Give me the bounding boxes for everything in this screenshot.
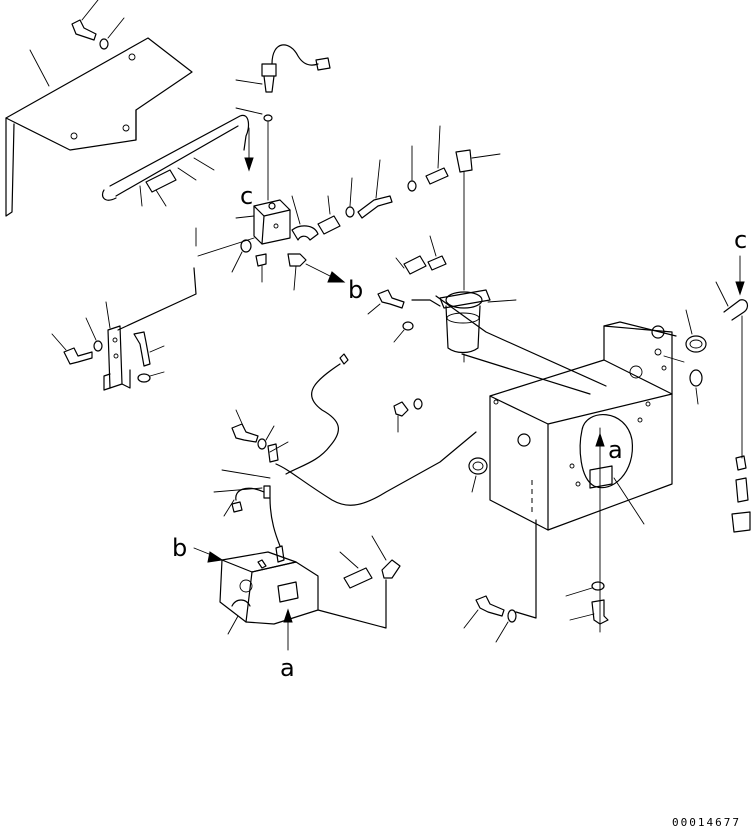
- grommets: [468, 309, 707, 493]
- bent-pipe: [101, 114, 250, 207]
- wiring-harness: [213, 353, 477, 563]
- arrow-a-bottom: a: [280, 608, 295, 682]
- arrow-a-label-bottom: a: [280, 654, 295, 682]
- view-c-arrow-top: c: [240, 127, 254, 210]
- pressure-switch: [235, 44, 331, 201]
- fuel-filter: [411, 289, 517, 363]
- small-fittings: [231, 239, 307, 291]
- drawing-number: 00014677: [672, 816, 741, 829]
- view-c-label-right: c: [734, 226, 747, 254]
- solenoid-outlet-fittings: [317, 535, 401, 629]
- bolt-filter-mount: [367, 289, 414, 343]
- adapter-fitting-row: [317, 125, 501, 291]
- view-a-highlight: a: [579, 414, 633, 633]
- view-c-label-top: c: [240, 182, 253, 210]
- bolt-top-left: [71, 0, 125, 50]
- arrow-b-right: b: [305, 263, 363, 304]
- left-bracket: [103, 267, 197, 391]
- bolts-bottom: [463, 519, 609, 643]
- right-pipe-assembly: c: [715, 226, 751, 533]
- cover-plate: [5, 37, 193, 217]
- elbow-fitting-manifold: [291, 195, 319, 241]
- filter-inlet-fittings: [395, 235, 447, 275]
- bolt-left-bracket: [51, 317, 165, 383]
- view-a-label-box: a: [608, 436, 623, 464]
- nut-washer-middle: [393, 398, 423, 433]
- arrow-b-label-right: b: [348, 276, 363, 304]
- arrow-b-label-left: b: [172, 534, 187, 562]
- manifold-block: [195, 199, 291, 257]
- arrow-b-left: b: [172, 534, 224, 563]
- solenoid-valve: [219, 551, 319, 635]
- bolt-harness: [231, 409, 275, 450]
- main-bracket: [435, 295, 685, 531]
